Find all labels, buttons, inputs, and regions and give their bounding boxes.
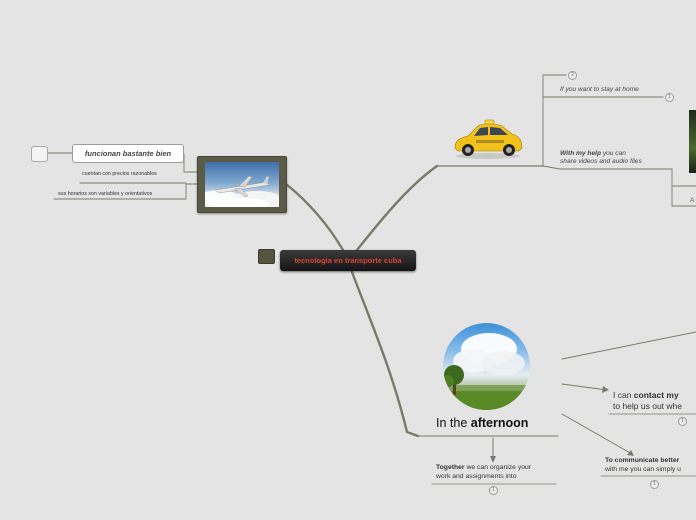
detail-precios[interactable]: cuentan con precios razonables [82, 171, 157, 177]
contact-bold: contact my [634, 390, 679, 400]
afternoon-title[interactable]: In the afternoon [436, 416, 528, 431]
with-my-help-bold: With my help [560, 150, 601, 157]
together-line2: work and assignments into [436, 473, 516, 481]
taxi-item-stay-home[interactable]: If you want to stay at home [560, 86, 639, 94]
airplane-icon [205, 162, 279, 207]
connector-taxi-item2 [543, 166, 696, 186]
together-badge[interactable]: 1 [489, 486, 498, 495]
connector-afternoon-communicate [562, 414, 632, 454]
arrowhead-contact [602, 386, 609, 393]
afternoon-title-bold: afternoon [471, 416, 529, 430]
arrowhead-communicate [627, 450, 634, 456]
airplane-photo [205, 162, 279, 207]
together-bold: Together [436, 464, 465, 471]
arrowhead-together [490, 456, 496, 463]
partial-image-node[interactable] [689, 110, 696, 173]
contact-prefix: I can [613, 390, 634, 400]
connector-afternoon-right [562, 332, 696, 359]
central-topic-handle[interactable] [258, 249, 275, 264]
partial-text: A [690, 197, 694, 205]
central-topic-label: tecnologia en transporte cuba [294, 256, 401, 265]
communicate-bold: To communicate better [605, 457, 679, 464]
taxi-image-node[interactable] [452, 118, 524, 160]
connector-central-plane [286, 184, 343, 250]
afternoon-title-prefix: In the [436, 416, 471, 430]
taxi-item2-line2: share videos and audio files [560, 158, 642, 166]
taxi-top-badge[interactable]: 2 [568, 71, 577, 80]
together-rest: we can organize your [465, 464, 532, 471]
collapse-toggle[interactable] [31, 146, 48, 162]
taxi-icon [452, 118, 524, 160]
connector-plane-topic [184, 154, 197, 172]
connector-central-taxi [357, 166, 437, 250]
with-my-help-rest: you can [601, 150, 626, 157]
communicate-line2: with me you can simply u [605, 466, 681, 474]
topic-funcionan-label: funcionan bastante bien [85, 149, 171, 158]
topic-funcionan[interactable]: funcionan bastante bien [72, 144, 184, 163]
central-topic[interactable]: tecnologia en transporte cuba [280, 250, 416, 271]
airplane-image-node[interactable] [197, 156, 287, 213]
contact-node[interactable]: I can contact my [613, 390, 679, 400]
connector-central-afternoon [352, 272, 418, 436]
together-node[interactable]: Together we can organize your [436, 464, 531, 472]
communicate-node[interactable]: To communicate better [605, 457, 679, 465]
contact-badge[interactable]: 1 [678, 417, 687, 426]
taxi-item-with-my-help[interactable]: With my help you can [560, 150, 626, 158]
afternoon-image[interactable] [443, 323, 530, 410]
detail-horarios[interactable]: sus horarios son variables y orientativo… [58, 191, 152, 197]
taxi-item1-badge[interactable]: 1 [665, 93, 674, 102]
connector-afternoon-contact [562, 384, 607, 390]
tree-cloud-icon [443, 323, 530, 410]
communicate-badge[interactable]: 1 [650, 480, 659, 489]
contact-line2: to help us out whe [613, 401, 682, 411]
